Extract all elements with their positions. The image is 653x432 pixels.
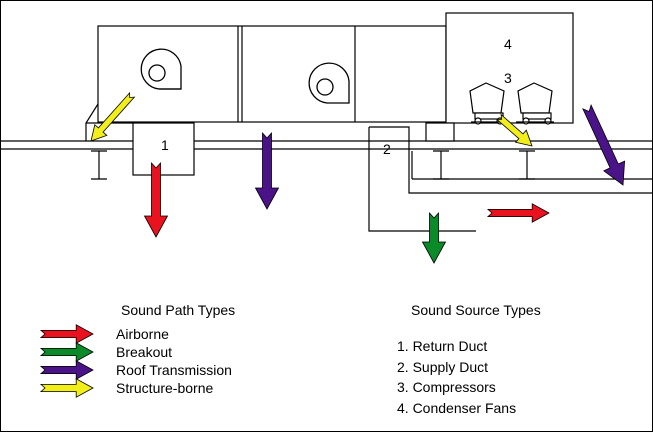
label-supply-duct: 2 xyxy=(383,141,391,157)
structure-borne-arrow-icon xyxy=(495,113,533,147)
label-compressors: 3 xyxy=(504,70,512,86)
source-legend-title: Sound Source Types xyxy=(411,302,541,318)
return-duct xyxy=(132,122,195,176)
source-item: 1. Return Duct xyxy=(397,338,487,354)
fan-icon xyxy=(308,62,350,104)
breakout-arrow-icon xyxy=(421,211,447,264)
legend-arrow-icon xyxy=(39,342,94,362)
roof-transmission-arrow-icon xyxy=(254,131,280,210)
roof-deck xyxy=(1,140,652,150)
airborne-arrow-icon xyxy=(143,161,169,238)
legend-arrow-icon xyxy=(39,360,94,380)
path-legend-label: Breakout xyxy=(116,344,172,360)
i-beam-icon xyxy=(91,150,107,180)
legend-arrow-icon xyxy=(39,324,94,344)
structure-borne-arrow-icon xyxy=(90,91,136,142)
i-beam-icon xyxy=(433,150,449,180)
label-return-duct: 1 xyxy=(161,137,169,153)
label-condenser-fans: 4 xyxy=(504,36,512,52)
path-legend-label: Structure-borne xyxy=(116,380,213,396)
compressor-icon xyxy=(516,82,554,125)
i-beam-icon xyxy=(519,150,535,180)
fan-icon xyxy=(140,48,182,90)
airborne-arrow-icon xyxy=(486,203,550,223)
path-legend-label: Airborne xyxy=(116,326,169,342)
source-item: 4. Condenser Fans xyxy=(397,400,516,416)
path-legend-title: Sound Path Types xyxy=(121,302,235,318)
source-item: 2. Supply Duct xyxy=(397,359,488,375)
path-legend-label: Roof Transmission xyxy=(116,362,232,378)
source-item: 3. Compressors xyxy=(397,379,496,395)
legend-arrow-icon xyxy=(39,378,94,398)
roof-transmission-arrow-icon xyxy=(582,103,626,186)
